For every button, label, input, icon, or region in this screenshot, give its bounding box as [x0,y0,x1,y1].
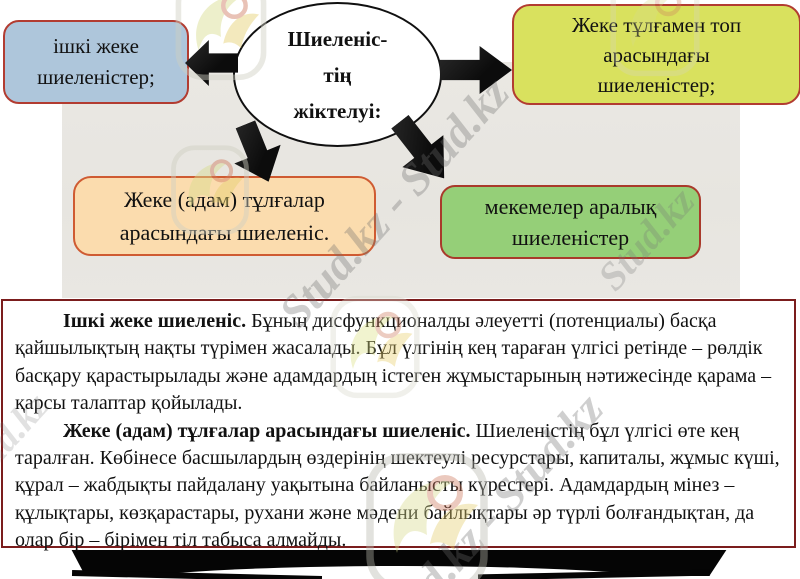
classification-ellipse: Шиеленіс- тің жіктелуі: [233,2,442,147]
ellipse-line: Шиеленіс- [287,26,388,51]
box-interpersonal-conflicts: Жеке (адам) тұлғалар арасындағы шиеленіс… [73,176,376,256]
paragraph-lead: Ішкі жеке шиеленіс. [63,310,247,332]
box-line: Жеке тұлғамен топ [571,12,742,37]
box-line: шиеленістер; [37,65,155,89]
box-line: шиеленістер [511,225,630,250]
paragraph-internal-conflict: Ішкі жеке шиеленіс. Бұның дисфункционалд… [15,308,782,418]
box-line: Жеке (адам) тұлғалар [124,187,325,212]
ellipse-line: жіктелуі: [293,98,382,123]
paragraph-interpersonal-conflict: Жеке (адам) тұлғалар арасындағы шиеленіс… [15,418,782,555]
box-person-group-conflicts: Жеке тұлғамен топ арасындағы шиеленістер… [512,4,800,105]
box-line: арасындағы [603,42,710,67]
box-line: мекемелер аралық [484,194,657,219]
box-line: шиеленістер; [597,72,716,97]
paragraph-lead: Жеке (адам) тұлғалар арасындағы шиеленіс… [63,419,471,442]
box-line: арасындағы шиеленіс. [119,220,330,245]
box-interinstitutional-conflicts: мекемелер аралық шиеленістер [440,185,701,259]
description-text-frame: Ішкі жеке шиеленіс. Бұның дисфункционалд… [1,299,796,551]
ellipse-line: тің [323,62,352,87]
box-line: ішкі жеке [53,34,139,58]
box-internal-conflicts: ішкі жеке шиеленістер; [3,20,189,104]
paragraph-body: Бұның дисфункционалды әлеуетті (потенциа… [15,310,772,415]
paragraph-body: Шиеленістің бұл үлгісі өте кең таралған.… [15,419,780,552]
